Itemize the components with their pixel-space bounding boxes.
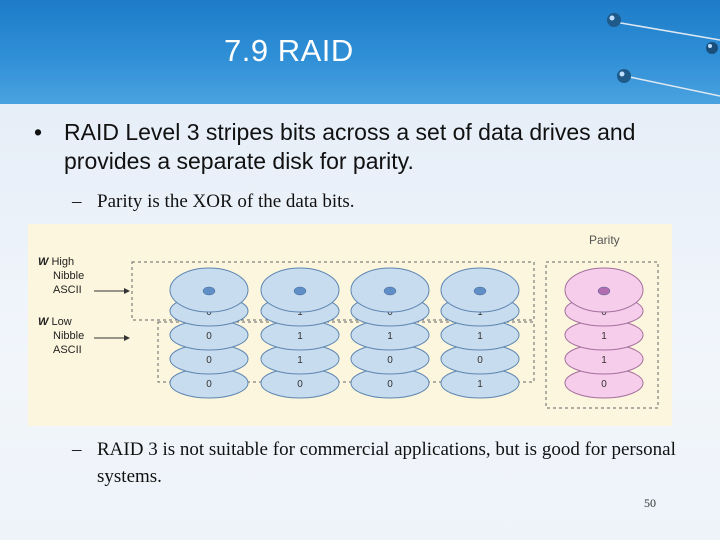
nibble-label-line: ASCII [53, 344, 82, 356]
nibble-label-line: Nibble [53, 270, 84, 282]
dash-icon: – [72, 191, 82, 212]
parity-label: Parity [589, 233, 620, 247]
bit-value: 1 [297, 307, 303, 318]
disk-spindle-icon [383, 286, 397, 296]
arrow-head-icon [124, 335, 130, 341]
bit-value: 0 [206, 307, 212, 318]
page-number: 50 [644, 496, 656, 510]
slide-title: 7.9 RAID [224, 33, 354, 68]
bit-value: 0 [387, 379, 393, 390]
bit-value: 1 [601, 331, 607, 342]
bit-value: 0 [206, 355, 212, 366]
pushpin-decoration [607, 13, 720, 97]
disk-spindle-icon [293, 286, 307, 296]
bit-value: 0 [387, 307, 393, 318]
bit-value: 1 [477, 307, 483, 318]
disk-spindle-icon [202, 286, 216, 296]
nibble-label: W Low [38, 316, 72, 328]
main-bullet-text: RAID Level 3 stripes bits across a set o… [64, 119, 636, 174]
parity-outline [545, 261, 659, 409]
low-nibble-outline [157, 321, 535, 383]
sub-bullet-text: Parity is the XOR of the data bits. [97, 191, 355, 212]
bit-value: 1 [297, 355, 303, 366]
bullet-icon: • [34, 119, 43, 145]
arrow-head-icon [124, 288, 130, 294]
bit-value: 0 [297, 379, 303, 390]
bit-value: 1 [297, 331, 303, 342]
sub-bullet-text: RAID 3 is not suitable for commercial ap… [97, 439, 676, 487]
bit-value: 0 [387, 355, 393, 366]
bit-value: 0 [206, 331, 212, 342]
disk-spindle-icon [473, 286, 487, 296]
bit-value: 1 [601, 355, 607, 366]
bit-value: 1 [477, 379, 483, 390]
disk-spindle-icon [597, 286, 611, 296]
bit-value: 1 [477, 331, 483, 342]
bit-value: 0 [601, 307, 607, 318]
title-bar: 7.9 RAID [0, 0, 720, 104]
nibble-label: W High [38, 256, 74, 268]
bit-value: 0 [601, 379, 607, 390]
bit-value: 1 [387, 331, 393, 342]
dash-icon: – [72, 439, 82, 460]
nibble-label-line: ASCII [53, 284, 82, 296]
bit-value: 0 [206, 379, 212, 390]
nibble-label-line: Nibble [53, 330, 84, 342]
bit-value: 0 [477, 355, 483, 366]
high-nibble-outline [131, 261, 535, 321]
